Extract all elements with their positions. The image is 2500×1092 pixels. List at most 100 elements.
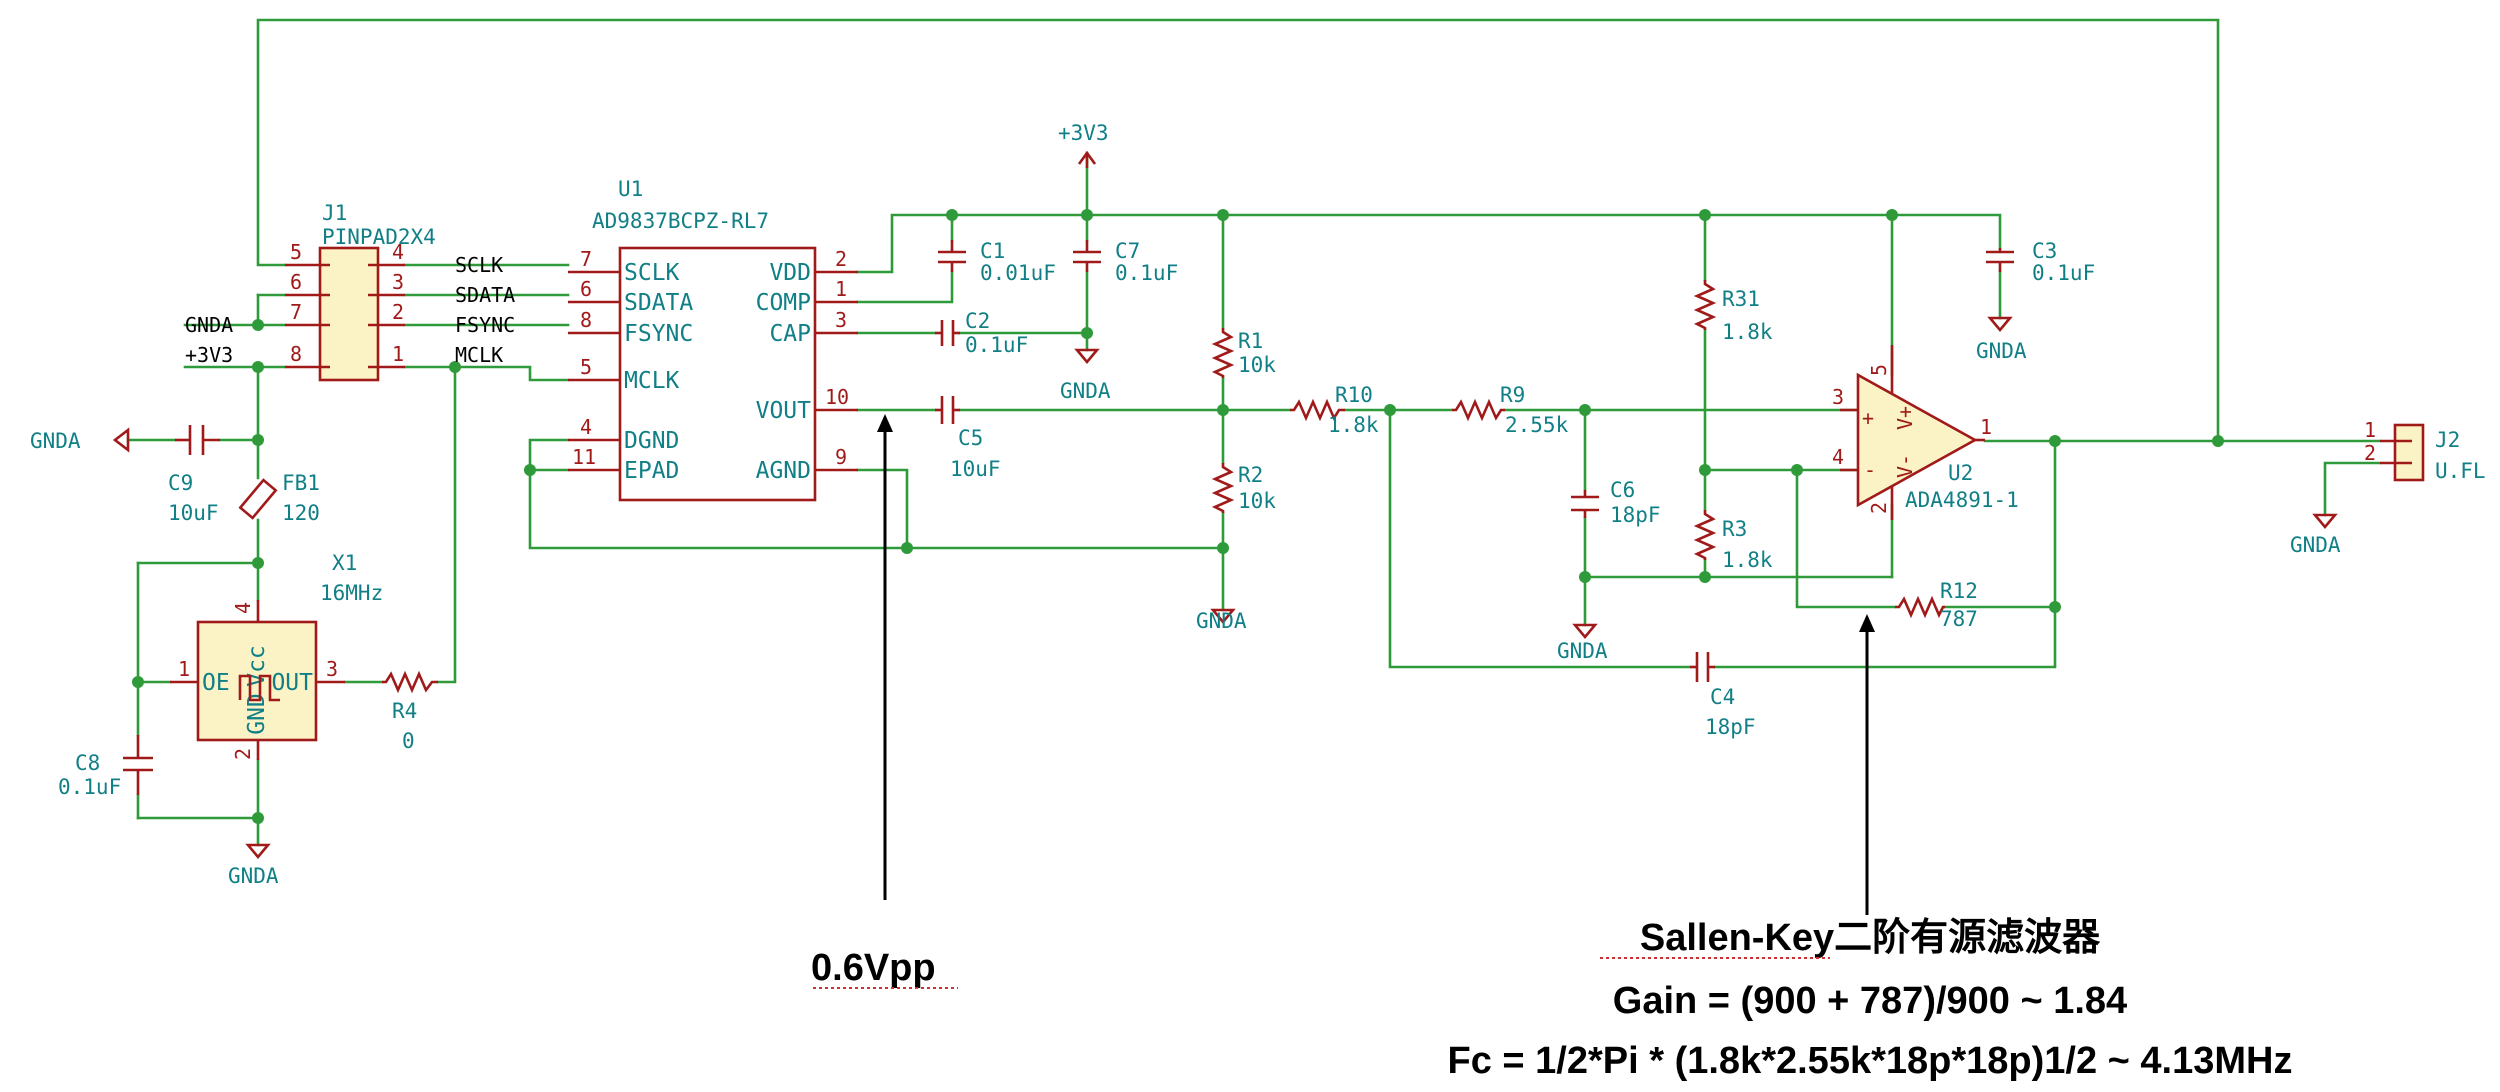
resistor-r3: R3 1.8k [1693, 510, 1773, 572]
annotation-gain: Gain = (900 + 787)/900 ~ 1.84 [1613, 980, 2127, 1022]
connector-j1: J1 PINPAD2X4 5 6 7 8 4 3 2 1 [285, 201, 436, 382]
r2-ref: R2 [1238, 463, 1263, 487]
u1-pin-mclk: MCLK [624, 368, 680, 394]
u2-pin-2: 2 [1867, 502, 1891, 514]
u1-pin-cap: CAP [769, 321, 811, 347]
opamp-u2: U2 ADA4891-1 + - V+ V- 3 4 5 2 1 [1832, 345, 2019, 520]
r2-value: 10k [1238, 489, 1276, 513]
square-wave-icon [238, 674, 280, 702]
u2-pin-1: 1 [1980, 415, 1992, 439]
j1-pin-4: 4 [392, 240, 404, 264]
j1-pin-6: 6 [290, 270, 302, 294]
u1-pin-epad: EPAD [624, 458, 679, 484]
x1-pin-1: 1 [178, 657, 190, 681]
r31-value: 1.8k [1722, 320, 1773, 344]
pointer-vout [877, 414, 893, 900]
fb1-value: 120 [282, 501, 320, 525]
u2-pin-4: 4 [1832, 445, 1844, 469]
u1-pin-vdd: VDD [769, 260, 811, 286]
u2-pin-3: 3 [1832, 385, 1844, 409]
capacitor-c8: C8 0.1uF [58, 735, 153, 799]
j1-pin-8: 8 [290, 342, 302, 366]
resistor-r31: R31 1.8k [1693, 280, 1773, 344]
u1-pin-8: 8 [580, 308, 592, 332]
wires [126, 18, 2382, 847]
r4-value: 0 [402, 729, 415, 753]
c4-ref: C4 [1710, 685, 1735, 709]
gnd-label-c6: GNDA [1557, 639, 1608, 663]
x1-pin-vcc: Vcc [244, 645, 270, 687]
ground-symbol-c7: GNDA [1060, 348, 1111, 403]
u2-plus-sign: + [1862, 406, 1874, 430]
u1-pin-7: 7 [580, 247, 592, 271]
c5-ref: C5 [958, 426, 983, 450]
u1-pin-1: 1 [835, 277, 847, 301]
c1-ref: C1 [980, 239, 1005, 263]
u2-minus-sign: - [1864, 458, 1876, 482]
r12-ref: R12 [1940, 579, 1978, 603]
r1-ref: R1 [1238, 329, 1263, 353]
r9-ref: R9 [1500, 383, 1525, 407]
u2-pin-5: 5 [1867, 364, 1891, 376]
capacitor-c7: C7 0.1uF [1073, 239, 1178, 285]
capacitor-c9: C9 10uF [168, 425, 220, 525]
j2-pin-2: 2 [2364, 441, 2376, 465]
c9-value: 10uF [168, 501, 219, 525]
r9-value: 2.55k [1505, 413, 1569, 437]
capacitor-c4: C4 18pF [1690, 652, 1756, 739]
c8-value: 0.1uF [58, 775, 121, 799]
resistor-r1: R1 10k [1211, 328, 1276, 378]
j1-pin-3: 3 [392, 270, 404, 294]
capacitor-c3: C3 0.1uF [1986, 239, 2095, 285]
net-label-3v3: +3V3 [185, 343, 233, 367]
gnd-label-r2: GNDA [1196, 609, 1247, 633]
j1-pin-2: 2 [392, 300, 404, 324]
j1-pin-7: 7 [290, 300, 302, 324]
j2-ref: J2 [2435, 428, 2460, 452]
ground-symbol-c6: GNDA [1557, 623, 1608, 663]
r4-ref: R4 [392, 699, 417, 723]
power-3v3-label: +3V3 [1058, 121, 1109, 145]
x1-ref: X1 [332, 551, 357, 575]
net-label-sclk: SCLK [455, 253, 503, 277]
u1-pin-comp: COMP [756, 290, 811, 316]
j1-ref: J1 [322, 201, 347, 225]
u1-pin-6: 6 [580, 277, 592, 301]
ground-symbol-r2: GNDA [1196, 608, 1247, 633]
c3-value: 0.1uF [2032, 261, 2095, 285]
resistor-r2: R2 10k [1211, 463, 1276, 513]
c7-ref: C7 [1115, 239, 1140, 263]
resistor-r10: R10 1.8k [1290, 383, 1379, 437]
r10-value: 1.8k [1328, 413, 1379, 437]
u2-ref: U2 [1948, 461, 1973, 485]
c9-ref: C9 [168, 471, 193, 495]
u1-pin-10: 10 [825, 385, 849, 409]
r31-ref: R31 [1722, 287, 1760, 311]
pointer-filter [1859, 614, 1875, 915]
j1-pin-1: 1 [392, 342, 404, 366]
u1-pin-vout: VOUT [756, 398, 812, 424]
junctions [132, 209, 2224, 824]
c3-ref: C3 [2032, 239, 2057, 263]
u1-pin-4: 4 [580, 415, 592, 439]
u1-pin-agnd: AGND [756, 458, 811, 484]
ic-u1: U1 AD9837BCPZ-RL7 7 6 8 5 4 11 SCLK SDAT… [568, 177, 858, 502]
capacitor-c5: C5 10uF [935, 396, 1001, 481]
gnd-label-j2: GNDA [2290, 533, 2341, 557]
c6-ref: C6 [1610, 478, 1635, 502]
u1-pin-dgnd: DGND [624, 428, 679, 454]
u1-pin-3: 3 [835, 308, 847, 332]
ground-symbol-x1: GNDA [228, 843, 279, 888]
u2-value: ADA4891-1 [1905, 488, 2019, 512]
c1-value: 0.01uF [980, 261, 1056, 285]
r1-value: 10k [1238, 353, 1276, 377]
ground-symbol-c3: GNDA [1976, 316, 2027, 363]
resistor-r9: R9 2.55k [1452, 383, 1569, 437]
u2-vpos: V+ [1893, 406, 1917, 430]
connector-j2: 1 2 J2 U.FL [2364, 418, 2486, 483]
r3-ref: R3 [1722, 517, 1747, 541]
ground-symbol-c9: GNDA [30, 427, 130, 453]
capacitor-c6: C6 18pF [1571, 478, 1661, 527]
c7-value: 0.1uF [1115, 261, 1178, 285]
